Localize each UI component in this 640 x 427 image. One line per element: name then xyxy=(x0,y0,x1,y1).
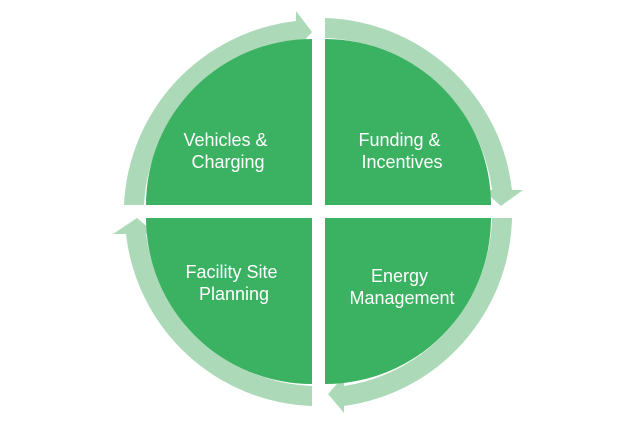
quadrant-vehicles-charging xyxy=(146,39,312,205)
label-energy-management: Energy Management xyxy=(349,266,454,308)
label-facility-site-planning: Facility Site Planning xyxy=(185,262,282,304)
quadrant-funding-incentives xyxy=(325,39,491,205)
arrow-arc-top-left xyxy=(124,11,312,205)
arrow-arc-bottom-left xyxy=(113,218,312,406)
cycle-arrow-ring xyxy=(113,11,523,413)
label-funding-incentives: Funding & Incentives xyxy=(358,130,445,172)
quadrant-facility-site-planning xyxy=(146,218,312,384)
quadrant-energy-management xyxy=(325,218,491,384)
arrow-arc-top-right xyxy=(325,18,523,206)
arrow-arc-bottom-right xyxy=(328,218,512,413)
quadrant-group xyxy=(146,39,491,384)
label-vehicles-charging: Vehicles & Charging xyxy=(183,130,272,172)
